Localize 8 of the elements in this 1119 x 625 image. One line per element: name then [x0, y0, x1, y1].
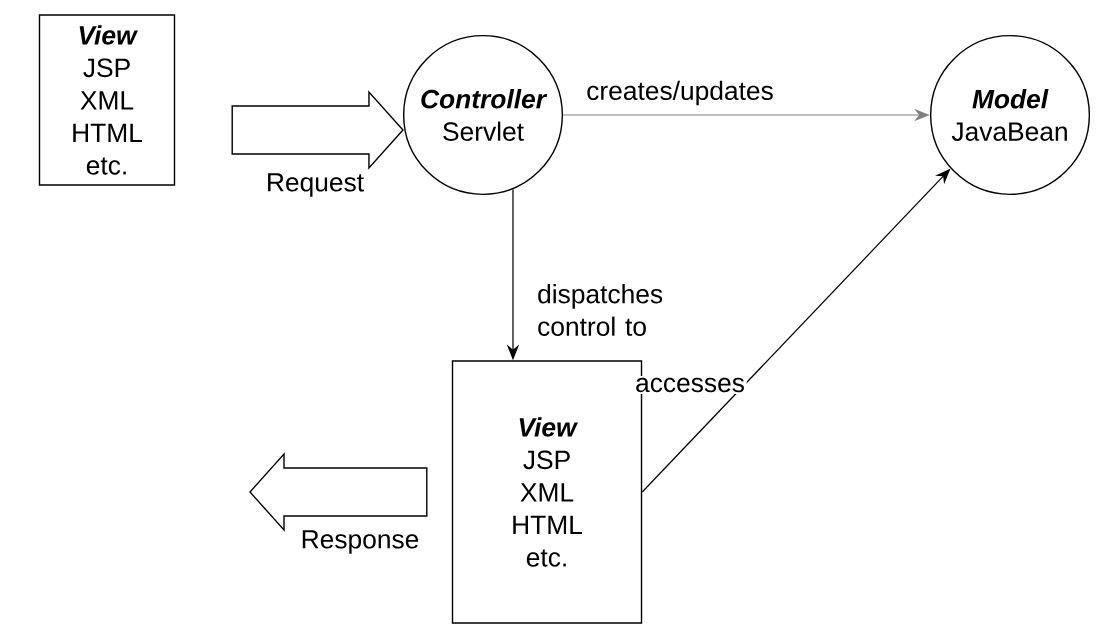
block-arrow — [249, 452, 428, 532]
block-arrow — [231, 90, 404, 170]
component-box: View JSP XML HTML etc. — [38, 14, 176, 186]
edge-label: accesses — [633, 376, 747, 394]
edge-label: Request — [264, 171, 366, 199]
edge-label: creates/updates — [584, 78, 776, 108]
edge-label: Response — [298, 528, 422, 556]
edge-label: dispatches control to — [535, 282, 669, 338]
